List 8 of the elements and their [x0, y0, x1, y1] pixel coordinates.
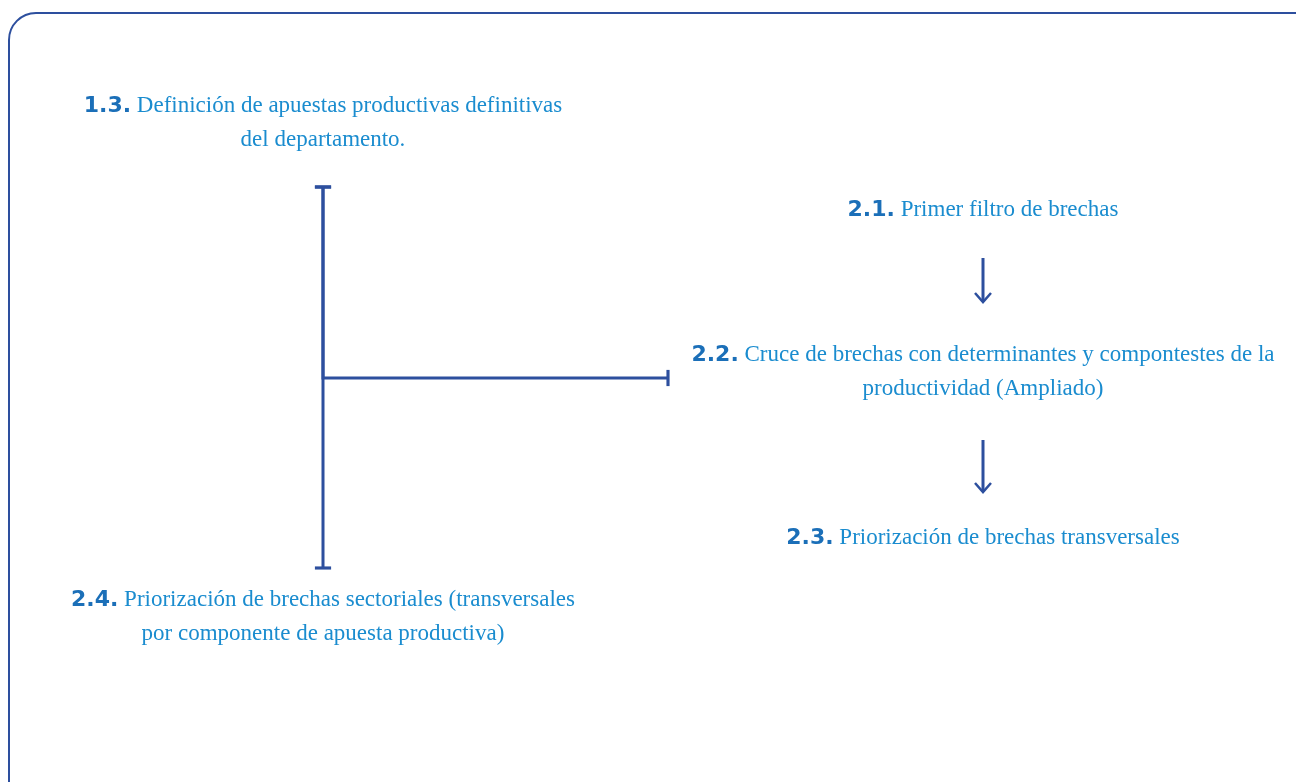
- step-text: 2.2. Cruce de brechas con determinantes y compontestes de la productividad (Ampliado): [690, 340, 1276, 402]
- step-text: 2.3. Priorización de brechas transversales: [786, 523, 1180, 551]
- connector: [973, 440, 993, 494]
- step-text: 1.3. Definición de apuestas productivas definitivas del departamento.: [82, 91, 564, 153]
- step-text: 2.4. Priorización de brechas sectoriales (transversales por componente de apuesta productiva): [70, 585, 576, 647]
- step-text: 2.1. Primer filtro de brechas: [847, 195, 1119, 223]
- connector: [973, 258, 993, 304]
- connector: [313, 185, 670, 388]
